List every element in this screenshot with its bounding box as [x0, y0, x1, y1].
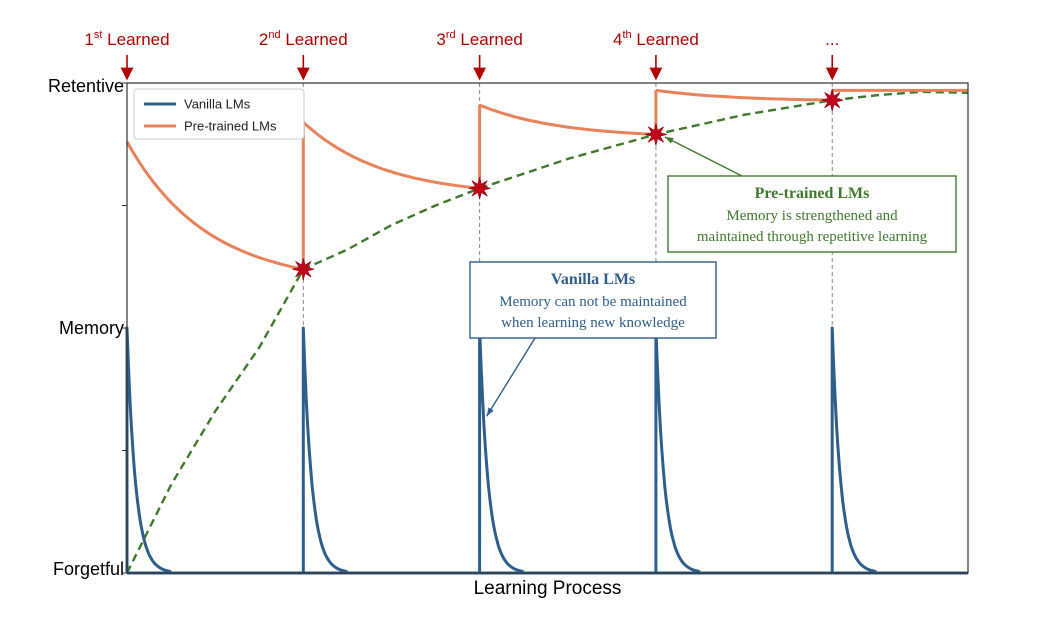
annotation-title: Vanilla LMs	[551, 271, 635, 288]
legend-label: Pre-trained LMs	[184, 119, 277, 134]
legend-box	[133, 88, 305, 140]
intersection-star-icon	[468, 177, 491, 200]
pretrained-segment	[479, 103, 656, 136]
annotation-pointer	[486, 337, 536, 417]
event-label: 2nd Learned	[259, 29, 348, 49]
annotation-text: maintained through repetitive learning	[697, 229, 928, 245]
intersection-star-icon	[644, 123, 667, 146]
annotation-arrowhead-icon	[486, 407, 494, 417]
legend-label: Vanilla LMs	[184, 97, 251, 112]
annotation-pointer	[664, 136, 743, 177]
pretrained-segment	[302, 121, 480, 190]
y-tick-label: Forgetful	[53, 559, 124, 579]
pretrained-segment	[655, 88, 833, 102]
annotation-box	[469, 261, 717, 339]
pretrained-segment	[125, 141, 304, 271]
event-label: ...	[825, 30, 839, 49]
y-tick-label: Retentive	[48, 76, 124, 96]
star-layer	[292, 89, 844, 281]
event-label: 1st Learned	[84, 29, 169, 49]
event-label: 3rd Learned	[436, 29, 522, 49]
event-label: 4th Learned	[613, 29, 699, 49]
intersection-star-icon	[292, 258, 315, 281]
y-tick-label: Memory	[59, 318, 124, 338]
vanilla-spike	[478, 326, 524, 574]
vanilla-spike	[830, 326, 877, 574]
vanilla-spike	[125, 326, 172, 574]
annotation-arrowhead-icon	[664, 136, 674, 144]
annotation-text: when learning new knowledge	[501, 315, 685, 331]
x-axis-label: Learning Process	[474, 578, 622, 599]
event-labels: 1st Learned 2nd Learned 3rd Learned 4th Lea…	[84, 29, 839, 81]
annotation-box	[667, 175, 957, 253]
intersection-star-icon	[821, 89, 844, 112]
annotation-title: Pre-trained LMs	[755, 185, 870, 202]
annotation-text: Memory can not be maintained	[499, 294, 687, 310]
vanilla-spike	[301, 326, 348, 574]
vanilla-spike	[654, 326, 701, 574]
annotation-text: Memory is strengthened and	[726, 208, 898, 224]
series-layer	[125, 88, 969, 575]
